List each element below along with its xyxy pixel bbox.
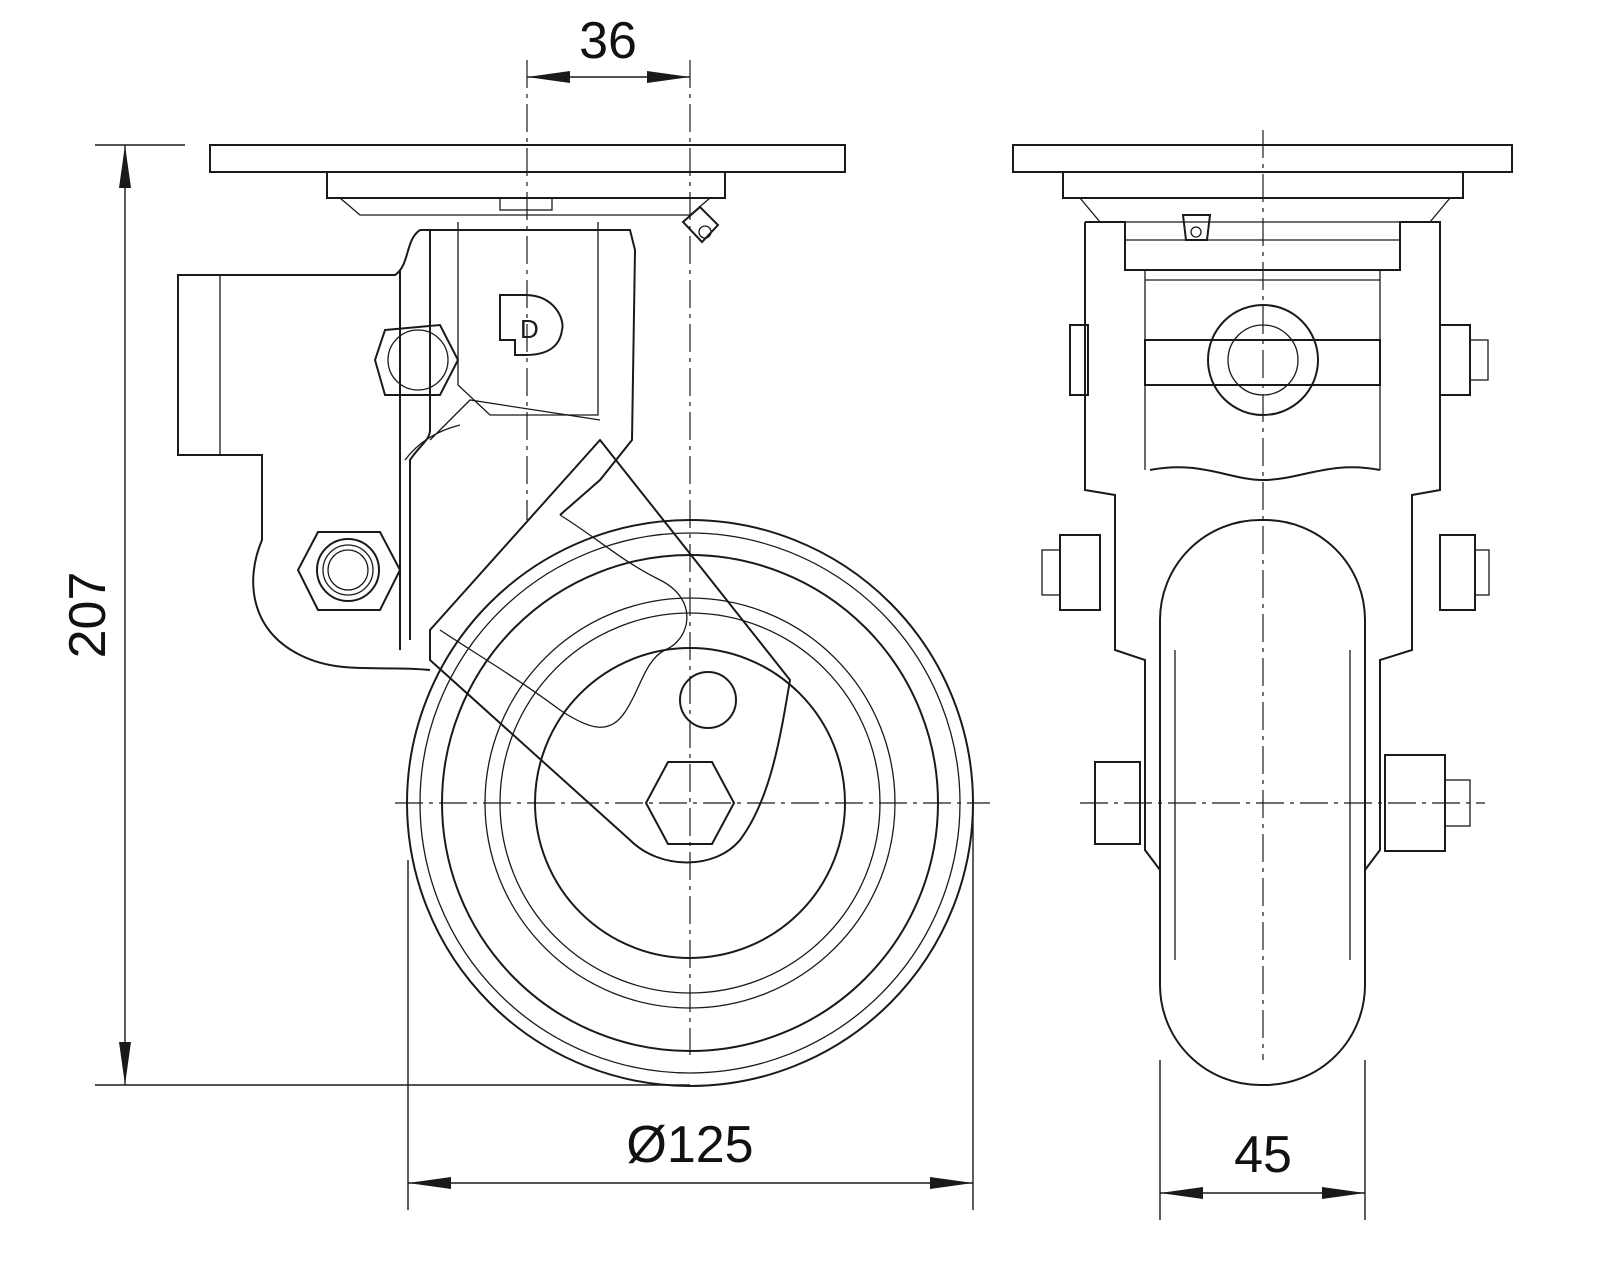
spring-hole (679, 671, 737, 729)
grease-nipple (681, 205, 720, 244)
brand-logo: D (499, 294, 564, 356)
dimension-height: 207 (59, 144, 690, 1086)
dimension-wheel-width: 45 (1159, 1060, 1366, 1220)
axle-nut (644, 761, 736, 845)
front-bearing-race (1078, 197, 1452, 223)
pivot-hex-bolt (296, 531, 402, 611)
upper-hex-bolt (373, 323, 460, 396)
dimension-wheel-diameter-label: Ø125 (626, 1116, 753, 1174)
logo-text: D (520, 314, 539, 344)
front-swing-arm-top (1149, 466, 1381, 482)
dimension-offset-label: 36 (579, 12, 637, 70)
kingpin-housing (457, 222, 599, 416)
front-upper-bolt-right (1439, 324, 1489, 396)
spring-pocket (439, 514, 688, 728)
dimension-wheel-diameter: Ø125 (407, 803, 974, 1210)
dimension-offset: 36 (527, 12, 690, 83)
fork-bracket (177, 229, 637, 671)
swivel-ring (326, 171, 726, 199)
kingpin-cap (499, 197, 553, 211)
dimension-wheel-width-label: 45 (1234, 1126, 1292, 1184)
front-grease-nipple (1181, 214, 1212, 241)
bearing-race (338, 197, 712, 216)
housing-fillet (404, 399, 601, 461)
front-upper-bolt-left (1069, 324, 1089, 396)
front-tyre-lines (1174, 650, 1351, 960)
front-pivot-bolt-right (1439, 534, 1490, 611)
front-pivot-bolt-left (1041, 534, 1101, 611)
front-view (1012, 130, 1513, 1086)
dimension-height-label: 207 (59, 572, 117, 659)
swing-arm (429, 438, 792, 864)
side-view: D (177, 60, 990, 1087)
fork-leg (399, 230, 431, 650)
front-swivel-ring (1062, 171, 1464, 199)
